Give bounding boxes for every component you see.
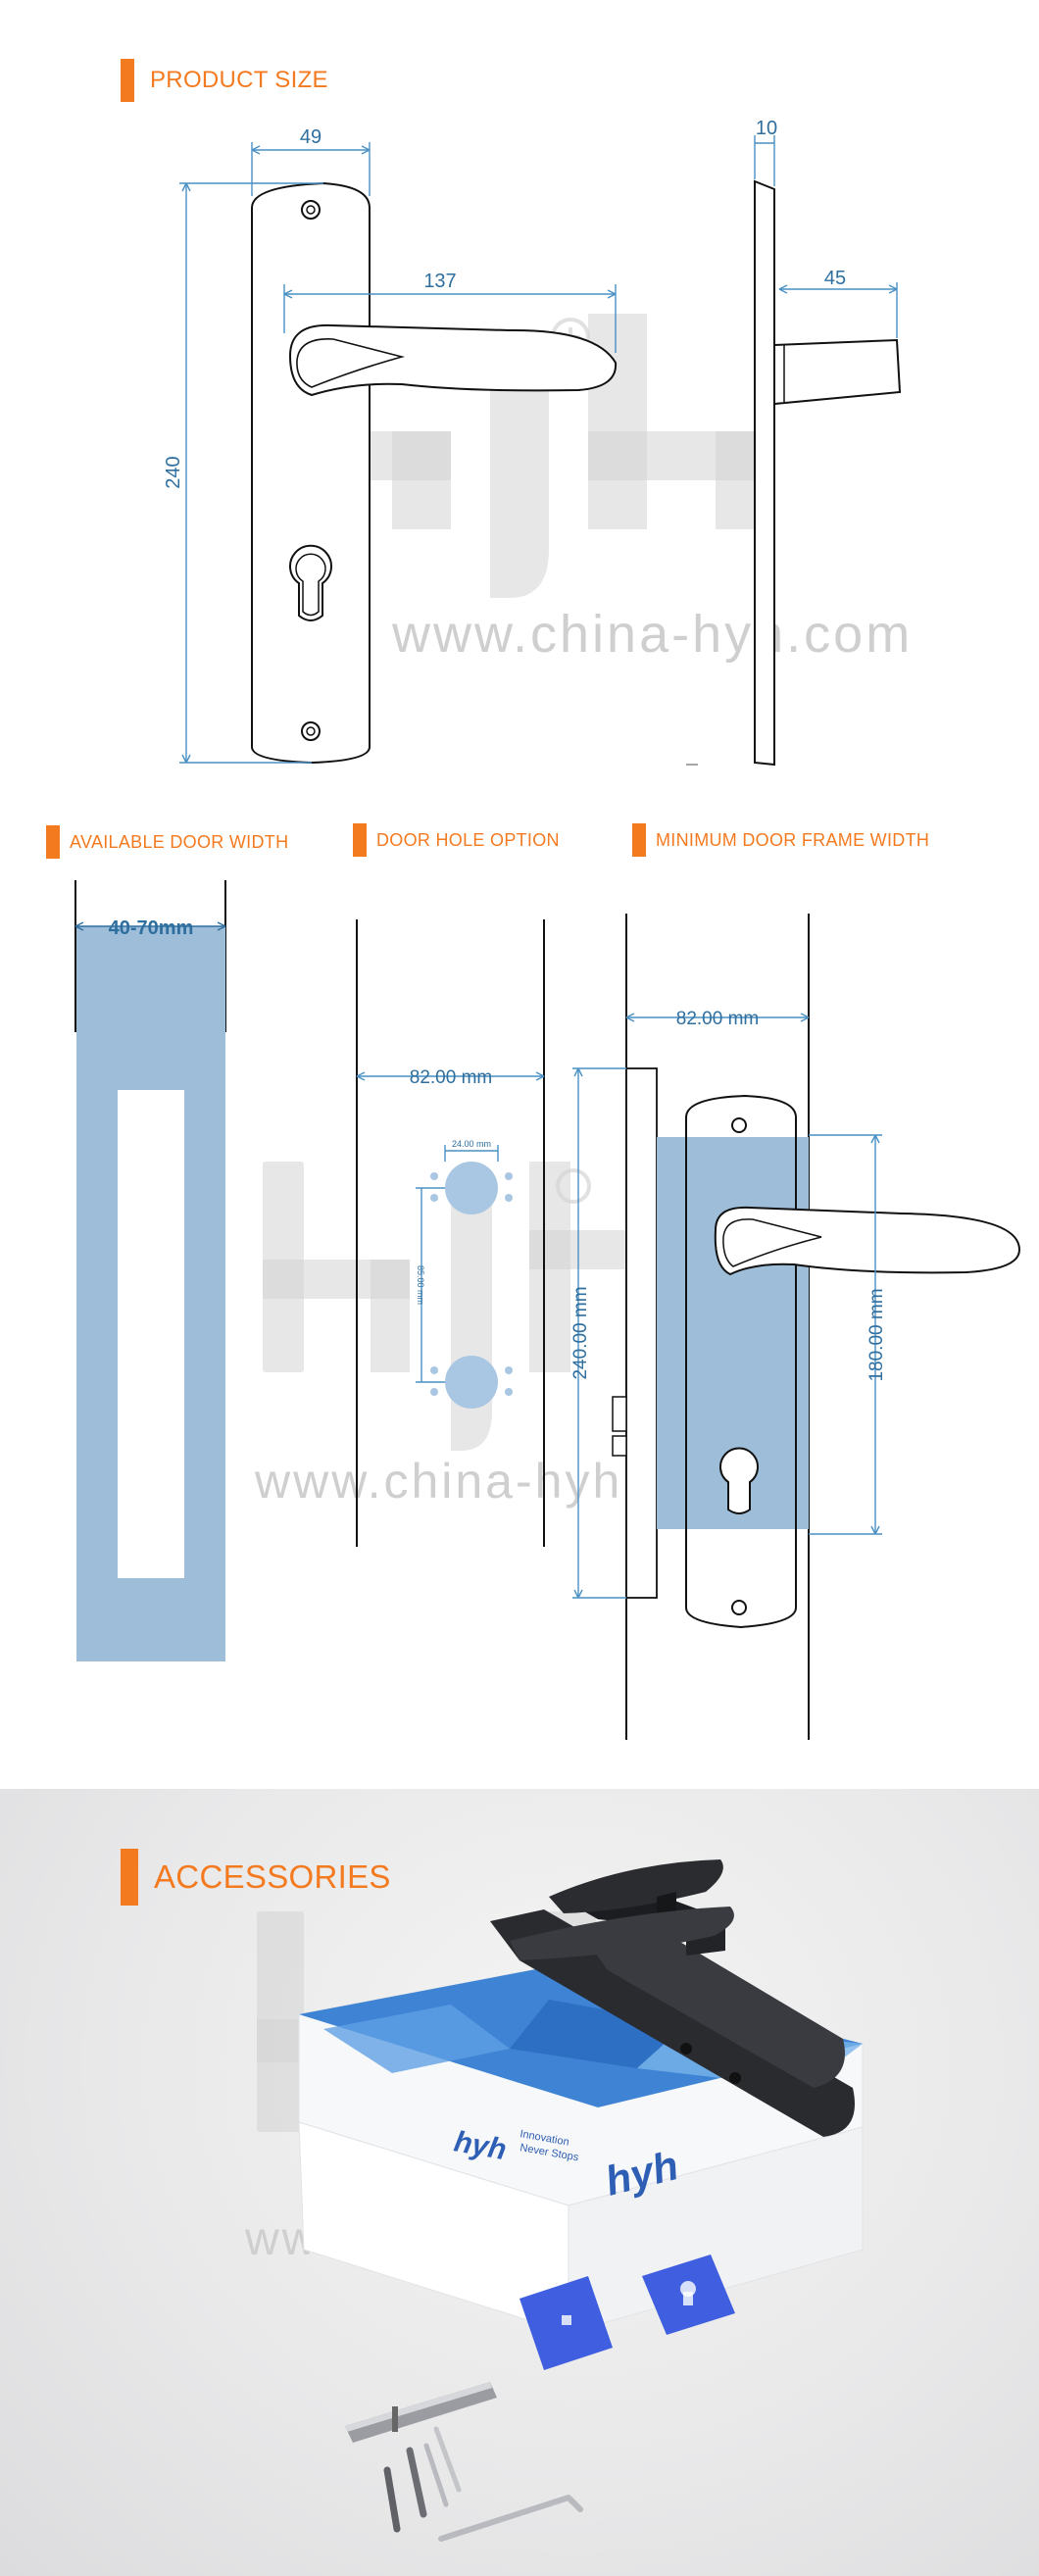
side-lever bbox=[773, 338, 902, 406]
frame-height-label: 240.00 mm bbox=[570, 1286, 591, 1379]
frame-plate bbox=[685, 1094, 797, 1629]
heading-accessories-text: ACCESSORIES bbox=[154, 1858, 391, 1895]
door-hole-bottom bbox=[445, 1356, 498, 1409]
dim-width-label: 49 bbox=[300, 126, 322, 148]
side-plate bbox=[754, 179, 775, 767]
heading-marker bbox=[46, 825, 60, 859]
heading-door-hole-option: DOOR HOLE OPTION bbox=[353, 823, 560, 857]
door-hole-diagram: 82.00 mm 24.00 mm 85.00 mm bbox=[356, 919, 545, 1547]
door-width-label: 40-70mm bbox=[109, 917, 194, 939]
frame-width-label: 82.00 mm bbox=[676, 1009, 759, 1029]
heading-accessories: ACCESSORIES bbox=[121, 1849, 391, 1906]
dim-height-label: 240 bbox=[163, 456, 184, 488]
keyhole bbox=[289, 544, 332, 621]
lever-handle bbox=[288, 323, 618, 397]
heading-minimum-door-frame-width: MINIMUM DOOR FRAME WIDTH bbox=[632, 823, 929, 857]
dim-lever-projection-label: 45 bbox=[824, 268, 846, 289]
frame-lever bbox=[714, 1206, 1021, 1276]
dim-width: 49 bbox=[251, 126, 371, 196]
heading-available-door-width: AVAILABLE DOOR WIDTH bbox=[46, 825, 288, 859]
heading-marker bbox=[632, 823, 646, 857]
heading-marker bbox=[121, 1849, 138, 1906]
front-plate bbox=[251, 181, 371, 765]
dim-thickness: 10 bbox=[754, 118, 777, 186]
spindle-bar bbox=[345, 2382, 497, 2443]
screw-hole-bottom bbox=[301, 721, 321, 741]
heading-marker bbox=[353, 823, 367, 857]
door-hole-top bbox=[445, 1162, 498, 1214]
lock-body-edge bbox=[625, 1067, 658, 1599]
watermark-url-1: www.china-hyh.com bbox=[391, 605, 913, 664]
heading-marker bbox=[121, 59, 134, 102]
frame-lever-height-label: 180.00 mm bbox=[866, 1288, 887, 1381]
dim-lever-length-label: 137 bbox=[423, 271, 456, 292]
dim-lever-projection: 45 bbox=[778, 268, 898, 338]
screws bbox=[383, 2426, 462, 2533]
door-width-diagram: 40-70mm bbox=[74, 880, 226, 1661]
dim-height: 240 bbox=[163, 182, 323, 764]
dim-thickness-label: 10 bbox=[756, 118, 777, 139]
allen-key bbox=[438, 2495, 583, 2542]
heading-door-hole-option-text: DOOR HOLE OPTION bbox=[376, 829, 560, 850]
frame-keyhole bbox=[719, 1447, 759, 1514]
dim-lever-length: 137 bbox=[283, 271, 617, 353]
heading-available-door-width-text: AVAILABLE DOOR WIDTH bbox=[70, 831, 289, 852]
door-hole-spacing-label: 85.00 mm bbox=[416, 1265, 425, 1305]
frame-width-diagram: 82.00 mm 240.00 mm 180.00 mm bbox=[570, 914, 1021, 1740]
heading-minimum-door-frame-width-text: MINIMUM DOOR FRAME WIDTH bbox=[656, 829, 930, 850]
screw-hole-top bbox=[301, 200, 321, 220]
heading-product-size-text: PRODUCT SIZE bbox=[150, 67, 328, 93]
door-cutout bbox=[118, 1090, 184, 1578]
door-hole-width-label: 82.00 mm bbox=[410, 1067, 492, 1088]
door-hole-diameter-label: 24.00 mm bbox=[452, 1139, 491, 1149]
heading-product-size: PRODUCT SIZE bbox=[121, 59, 328, 102]
lever-handles-black bbox=[490, 1859, 855, 2137]
